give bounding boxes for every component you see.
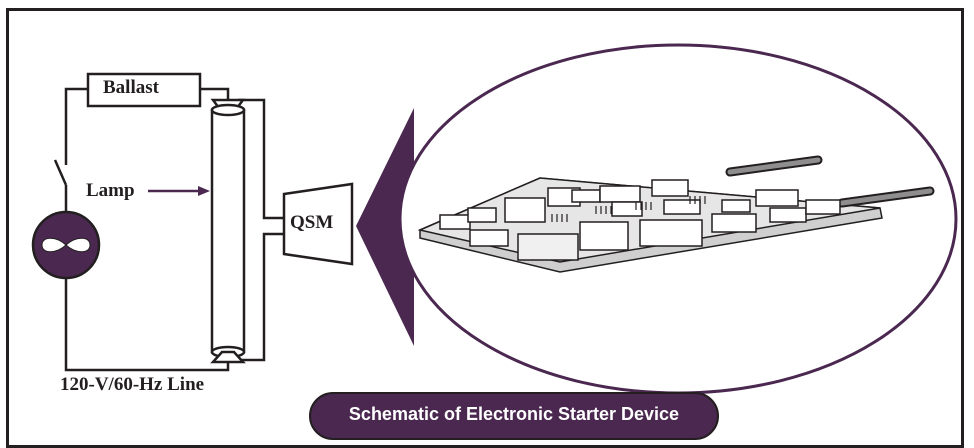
- wire-lamp-qsm-bottom: [238, 232, 286, 362]
- qsm-label: QSM: [290, 212, 334, 233]
- ballast-label: Ballast: [103, 77, 159, 98]
- terminal-pins: [725, 155, 935, 208]
- switch-contact: [53, 159, 68, 186]
- wire-lamp-qsm-top: [238, 98, 286, 220]
- line-voltage-label: 120-V/60-Hz Line: [60, 374, 205, 395]
- ic-pins: [551, 196, 706, 222]
- board-components: [439, 179, 841, 261]
- magnifier-wedge: [356, 108, 414, 346]
- diagram-caption: Schematic of Electronic Starter Device: [309, 392, 719, 440]
- qsm-box: [282, 182, 354, 266]
- ballast-box: [86, 72, 202, 108]
- circuit-board: [417, 155, 935, 273]
- wire-top-left: [64, 87, 88, 165]
- lamp-tube: [210, 98, 246, 364]
- wire-bottom: [64, 278, 230, 372]
- ac-source-icon: [31, 210, 101, 280]
- lamp-label: Lamp: [86, 180, 135, 201]
- wire-ballast-lamp: [200, 87, 230, 100]
- circuit-wires: [53, 87, 286, 372]
- schematic-drawing: [31, 43, 958, 395]
- lamp-arrow-icon: [148, 186, 210, 196]
